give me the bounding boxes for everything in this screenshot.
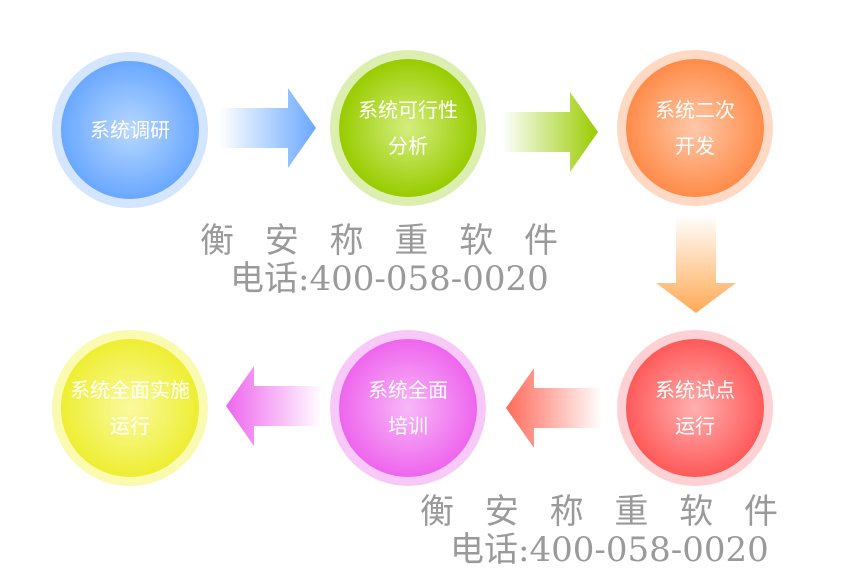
arrow-right-icon xyxy=(502,92,598,172)
watermark: 衡 安 称 重 软 件 电话:400-058-0020 xyxy=(200,222,568,298)
watermark-company: 衡 安 称 重 软 件 xyxy=(420,492,789,532)
step-label-2: 运行 xyxy=(675,414,715,438)
step-label: 系统可行性 xyxy=(358,98,458,122)
step-label-2: 开发 xyxy=(675,134,715,158)
step-label: 系统全面 xyxy=(368,378,448,402)
step-feasibility-analysis: 系统可行性 分析 xyxy=(330,50,486,206)
watermark-company: 衡 安 称 重 软 件 xyxy=(200,221,569,261)
arrow-left-icon xyxy=(226,366,322,446)
step-label: 系统二次 xyxy=(655,98,735,122)
arrow-right-icon xyxy=(220,88,316,168)
step-label: 系统全面实施 xyxy=(70,378,190,402)
step-secondary-development: 系统二次 开发 xyxy=(617,50,773,206)
arrow-left-icon xyxy=(506,368,602,448)
watermark: 衡 安 称 重 软 件 电话:400-058-0020 xyxy=(420,493,788,569)
step-system-research: 系统调研 xyxy=(52,52,208,208)
watermark-phone: 电话:400-058-0020 xyxy=(450,530,769,570)
watermark-phone: 电话:400-058-0020 xyxy=(230,259,549,299)
step-full-implementation: 系统全面实施 运行 xyxy=(52,330,208,486)
step-label-2: 分析 xyxy=(388,134,428,158)
step-label-2: 运行 xyxy=(110,414,150,438)
arrow-down-icon xyxy=(656,215,736,313)
step-full-training: 系统全面 培训 xyxy=(330,330,486,486)
step-label: 系统调研 xyxy=(90,118,170,142)
step-label: 系统试点 xyxy=(655,378,735,402)
step-label-2: 培训 xyxy=(388,414,428,438)
step-pilot-run: 系统试点 运行 xyxy=(617,330,773,486)
